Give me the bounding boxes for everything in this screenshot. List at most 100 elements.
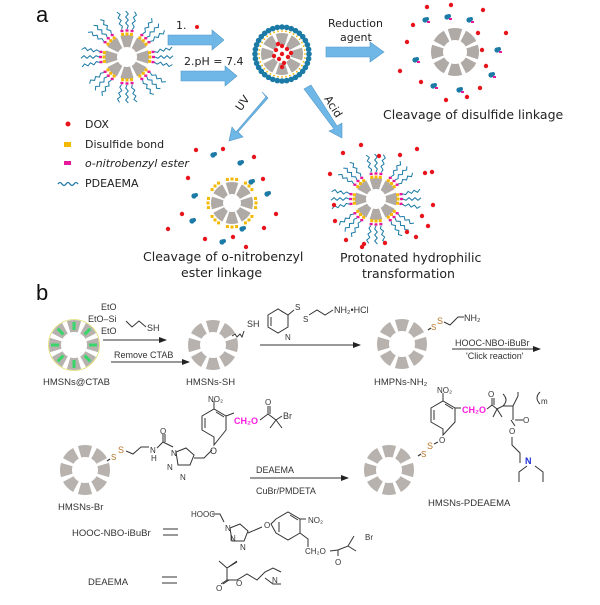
disulfide-bond (277, 75, 279, 78)
pdeaema-chain (116, 11, 123, 30)
silica-segment (369, 208, 383, 221)
disulfide-bond (213, 184, 217, 188)
pdeaema-chain (116, 84, 123, 103)
nitrobenzyl-ester (349, 192, 353, 196)
pdeaema-chain (81, 61, 100, 68)
nitrobenzyl-ester (106, 74, 110, 77)
collapsed-polymer (255, 64, 262, 71)
collapsed-polymer (302, 37, 309, 44)
nitrobenzyl-ester (147, 70, 151, 74)
hmpns-nh2-particle (377, 319, 427, 369)
pdeaema-chain (343, 167, 358, 181)
dox-molecule (273, 211, 279, 217)
silica-segment (219, 351, 235, 367)
legend-ester-square-icon (64, 161, 71, 165)
amide-o: O (160, 427, 166, 436)
nitrobenzyl-ester (99, 50, 103, 54)
dox-molecule (261, 225, 267, 231)
dox-molecule (251, 154, 257, 160)
disulfide-bond (259, 60, 262, 63)
disulfide-bond (396, 201, 400, 205)
nanoparticle-after-acid (327, 142, 436, 250)
dox-molecule (419, 213, 425, 219)
silica-segment (225, 211, 239, 224)
pdeaema-chain (125, 84, 129, 104)
disulfide-bond (235, 225, 239, 229)
polymer-fragment (194, 193, 198, 197)
dox-molecule (327, 171, 333, 177)
collapsed-polymer (253, 41, 260, 48)
silica-segment (395, 448, 411, 464)
collapsed-polymer (288, 76, 295, 83)
silica-segment (213, 184, 228, 199)
polymer-fragment (192, 218, 196, 222)
silica-segment (381, 445, 397, 458)
dox-molecule (179, 211, 185, 217)
dox-molecule (397, 152, 403, 158)
collapsed-polymer (265, 27, 272, 34)
disulfide-bond (285, 30, 287, 33)
silica-segment (466, 44, 479, 60)
hmsns-sh-particle (188, 320, 238, 371)
label-hmsns-br: HMSNs-Br (58, 502, 103, 513)
polymer-fragment (491, 72, 495, 76)
legend-dox-dot-icon (65, 121, 71, 127)
silica-segment (460, 30, 477, 47)
pdeaema-chain (149, 72, 166, 83)
collapsed-polymer (274, 77, 281, 84)
collapsed-polymer (283, 24, 290, 31)
pdeaema-chain (330, 197, 350, 201)
caption-nitrobenzyl-1: Cleavage of o-nitrobenzyl (143, 249, 303, 264)
disulfide-bond (217, 181, 221, 185)
silica-segment (240, 196, 253, 210)
disulfide-bond (121, 32, 125, 36)
disulfide-bond (112, 36, 116, 40)
ester-fragment (427, 21, 430, 23)
disulfide-bond (148, 55, 152, 59)
silica-segment (414, 336, 427, 352)
collapsed-polymer (279, 24, 285, 30)
triazole-n2: N (167, 463, 173, 472)
silica-segment (225, 337, 238, 353)
silica-segment (263, 35, 278, 50)
nitrobenzyl-ester (125, 29, 129, 32)
ether-o: O (210, 446, 217, 456)
nitrobenzyl-ester (395, 183, 399, 186)
pdeaema-chain (397, 213, 415, 225)
polymer-fragment (415, 57, 419, 61)
silica-segment (401, 462, 414, 478)
dox-molecule (443, 97, 449, 103)
nitrobenzyl-ester (356, 215, 360, 219)
dox-molecule (165, 226, 171, 232)
disulfide-bond (258, 57, 261, 59)
nitrobenzyl-ester (349, 202, 353, 206)
silica-segment (430, 44, 444, 60)
amide-n: N (150, 446, 156, 455)
disulfide-bond (378, 219, 382, 223)
eto-si: EtO–Si (88, 314, 117, 324)
br-s1: S (111, 453, 116, 462)
disulfide-bond (303, 49, 306, 51)
disulfide-bond (288, 31, 291, 34)
nitrobenzyl-ester (360, 176, 364, 180)
dox-molecule (281, 60, 287, 66)
nitrobenzyl-ester (144, 74, 148, 77)
dox-molecule (230, 234, 236, 240)
silica-segment (210, 196, 224, 210)
pd-ester-o2: O (509, 427, 515, 436)
disulfide-bond (362, 179, 366, 183)
s-atom-2: S (303, 315, 308, 324)
disulfide-bond (292, 73, 295, 75)
silica-segment (394, 356, 410, 369)
step1-label: 1. (176, 19, 187, 32)
dox-molecule (483, 63, 489, 69)
pdeaema-chain (80, 55, 100, 59)
dox-molecule (464, 94, 470, 100)
pdeaema-chain (394, 166, 408, 181)
arrow-reduction (325, 41, 385, 63)
disulfide-bond (390, 213, 394, 217)
def-click-reagent-name: HOOC-NBO-iBuBr (72, 528, 151, 539)
dox-molecule (422, 170, 428, 176)
disulfide-bond (129, 32, 133, 36)
silica-segment (447, 63, 463, 77)
